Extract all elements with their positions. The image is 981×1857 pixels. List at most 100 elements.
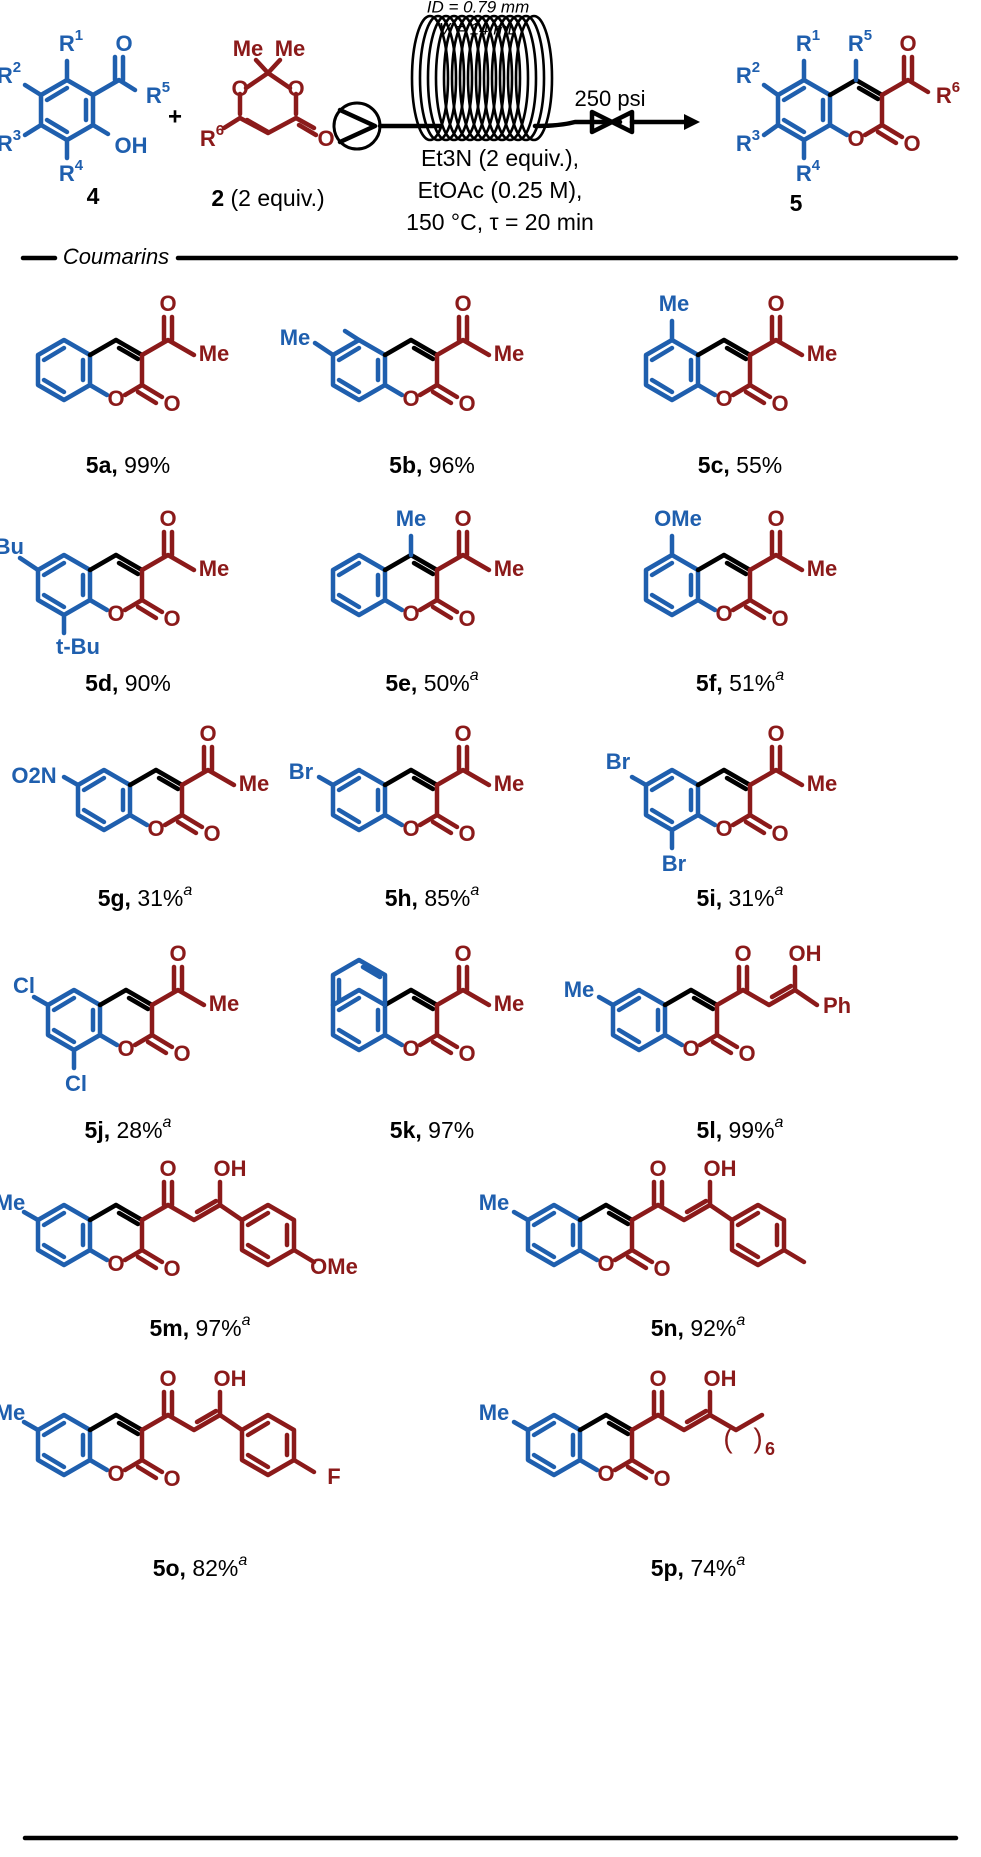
hydroxyl-label: OH <box>214 1366 247 1391</box>
chain-bond <box>139 1412 171 1433</box>
enol-double <box>194 1198 219 1215</box>
compound-id: 5j, <box>85 1117 111 1143</box>
acetyl-carbonyl <box>456 744 470 773</box>
bond <box>61 774 81 788</box>
reactant-4-label: 4 <box>87 183 100 209</box>
bond <box>22 82 44 98</box>
caption-5m: 5m, 97%a <box>150 1312 251 1341</box>
carbonyl-oxygen: O <box>317 126 334 151</box>
enol-double <box>194 1408 219 1425</box>
bond <box>31 994 51 1008</box>
chloro-label: Cl <box>13 973 35 998</box>
bond <box>707 1202 735 1223</box>
enol-chain <box>165 1412 223 1433</box>
fused-ring-double <box>336 964 383 1003</box>
caption-5f: 5f, 51%a <box>696 667 784 696</box>
bond <box>291 1457 317 1475</box>
caption-5c: 5c, 55% <box>698 452 782 478</box>
bond <box>511 1209 531 1223</box>
bond <box>761 82 781 98</box>
bond <box>511 1419 531 1433</box>
r5-label: R5 <box>146 79 170 108</box>
methyl-label: Me <box>479 1400 510 1425</box>
caption-5g: 5g, 31%a <box>98 882 193 911</box>
hydroxyl-label: OH <box>704 1156 737 1181</box>
r4-label: R4 <box>796 157 821 186</box>
bond <box>244 117 271 135</box>
ketone-oxygen: O <box>649 1366 666 1391</box>
hydroxyl-label: OH <box>115 133 148 158</box>
r6-label: R6 <box>936 79 960 108</box>
ring-oxygen: O <box>402 601 419 626</box>
bond <box>312 328 362 358</box>
acetyl-oxygen: O <box>899 31 916 56</box>
acetyl-oxygen: O <box>454 941 471 966</box>
methyl-label: Me <box>199 556 230 581</box>
ring-oxygen: O <box>402 1036 419 1061</box>
ketone-oxygen: O <box>649 1156 666 1181</box>
carbonyl-oxygen: O <box>458 821 475 846</box>
methyl-label: Me <box>659 291 690 316</box>
caption-5i: 5i, 31%a <box>697 882 784 911</box>
pressure-label: 250 psi <box>575 86 646 111</box>
compound-id: 5d, <box>85 670 118 696</box>
acetyl-oxygen: O <box>454 291 471 316</box>
enol-chain <box>740 987 798 1008</box>
bond <box>90 77 138 98</box>
acetyl-bond <box>747 767 805 788</box>
product-5-label: 5 <box>790 190 803 216</box>
acetyl-bond <box>179 767 237 788</box>
ring-oxygen: O <box>117 1036 134 1061</box>
hydroxyl-label: OH <box>214 1156 247 1181</box>
flow-id-label: ID = 0.79 mm <box>427 0 530 16</box>
methyl-label: Me <box>494 341 525 366</box>
caption-5h: 5h, 85%a <box>385 882 480 911</box>
bpr-icon <box>589 109 615 135</box>
coumarin-core <box>78 770 202 833</box>
methyl-label: Me <box>479 1190 510 1215</box>
ring-oxygen: O <box>715 386 732 411</box>
carbonyl-oxygen: O <box>163 391 180 416</box>
compound-id: 5f, <box>696 670 723 696</box>
coumarin-core <box>48 990 172 1053</box>
bond <box>291 1247 317 1265</box>
methyl-label: Me <box>494 771 525 796</box>
methyl-label: Me <box>807 341 838 366</box>
compound-id: 5k, <box>390 1117 422 1143</box>
caption-5b: 5b, 96% <box>389 452 475 478</box>
plus-sign: + <box>168 103 182 130</box>
ring-oxygen: O <box>682 1036 699 1061</box>
chain-bond <box>714 987 746 1008</box>
compound-id: 5l, <box>697 1117 723 1143</box>
methyl-label: Me <box>807 556 838 581</box>
carbonyl-oxygen: O <box>903 131 920 156</box>
acetyl-bond <box>434 767 492 788</box>
bond <box>243 70 271 91</box>
ring-oxygen: O <box>847 126 864 151</box>
r1-label: R1 <box>59 27 83 56</box>
flow-volume-label: V = 14 mL <box>439 19 517 38</box>
carbonyl-oxygen: O <box>163 1466 180 1491</box>
compound-id: 5o, <box>153 1555 186 1581</box>
coumarin-core <box>646 340 770 403</box>
chain-bond <box>629 1202 661 1223</box>
caption-5k: 5k, 97% <box>390 1117 474 1143</box>
acetyl-bond <box>434 337 492 358</box>
bond <box>879 77 931 98</box>
methyl-label: Me <box>199 341 230 366</box>
bond <box>253 57 283 76</box>
bromo-label: Br <box>606 749 631 774</box>
coumarin-core <box>38 340 162 403</box>
